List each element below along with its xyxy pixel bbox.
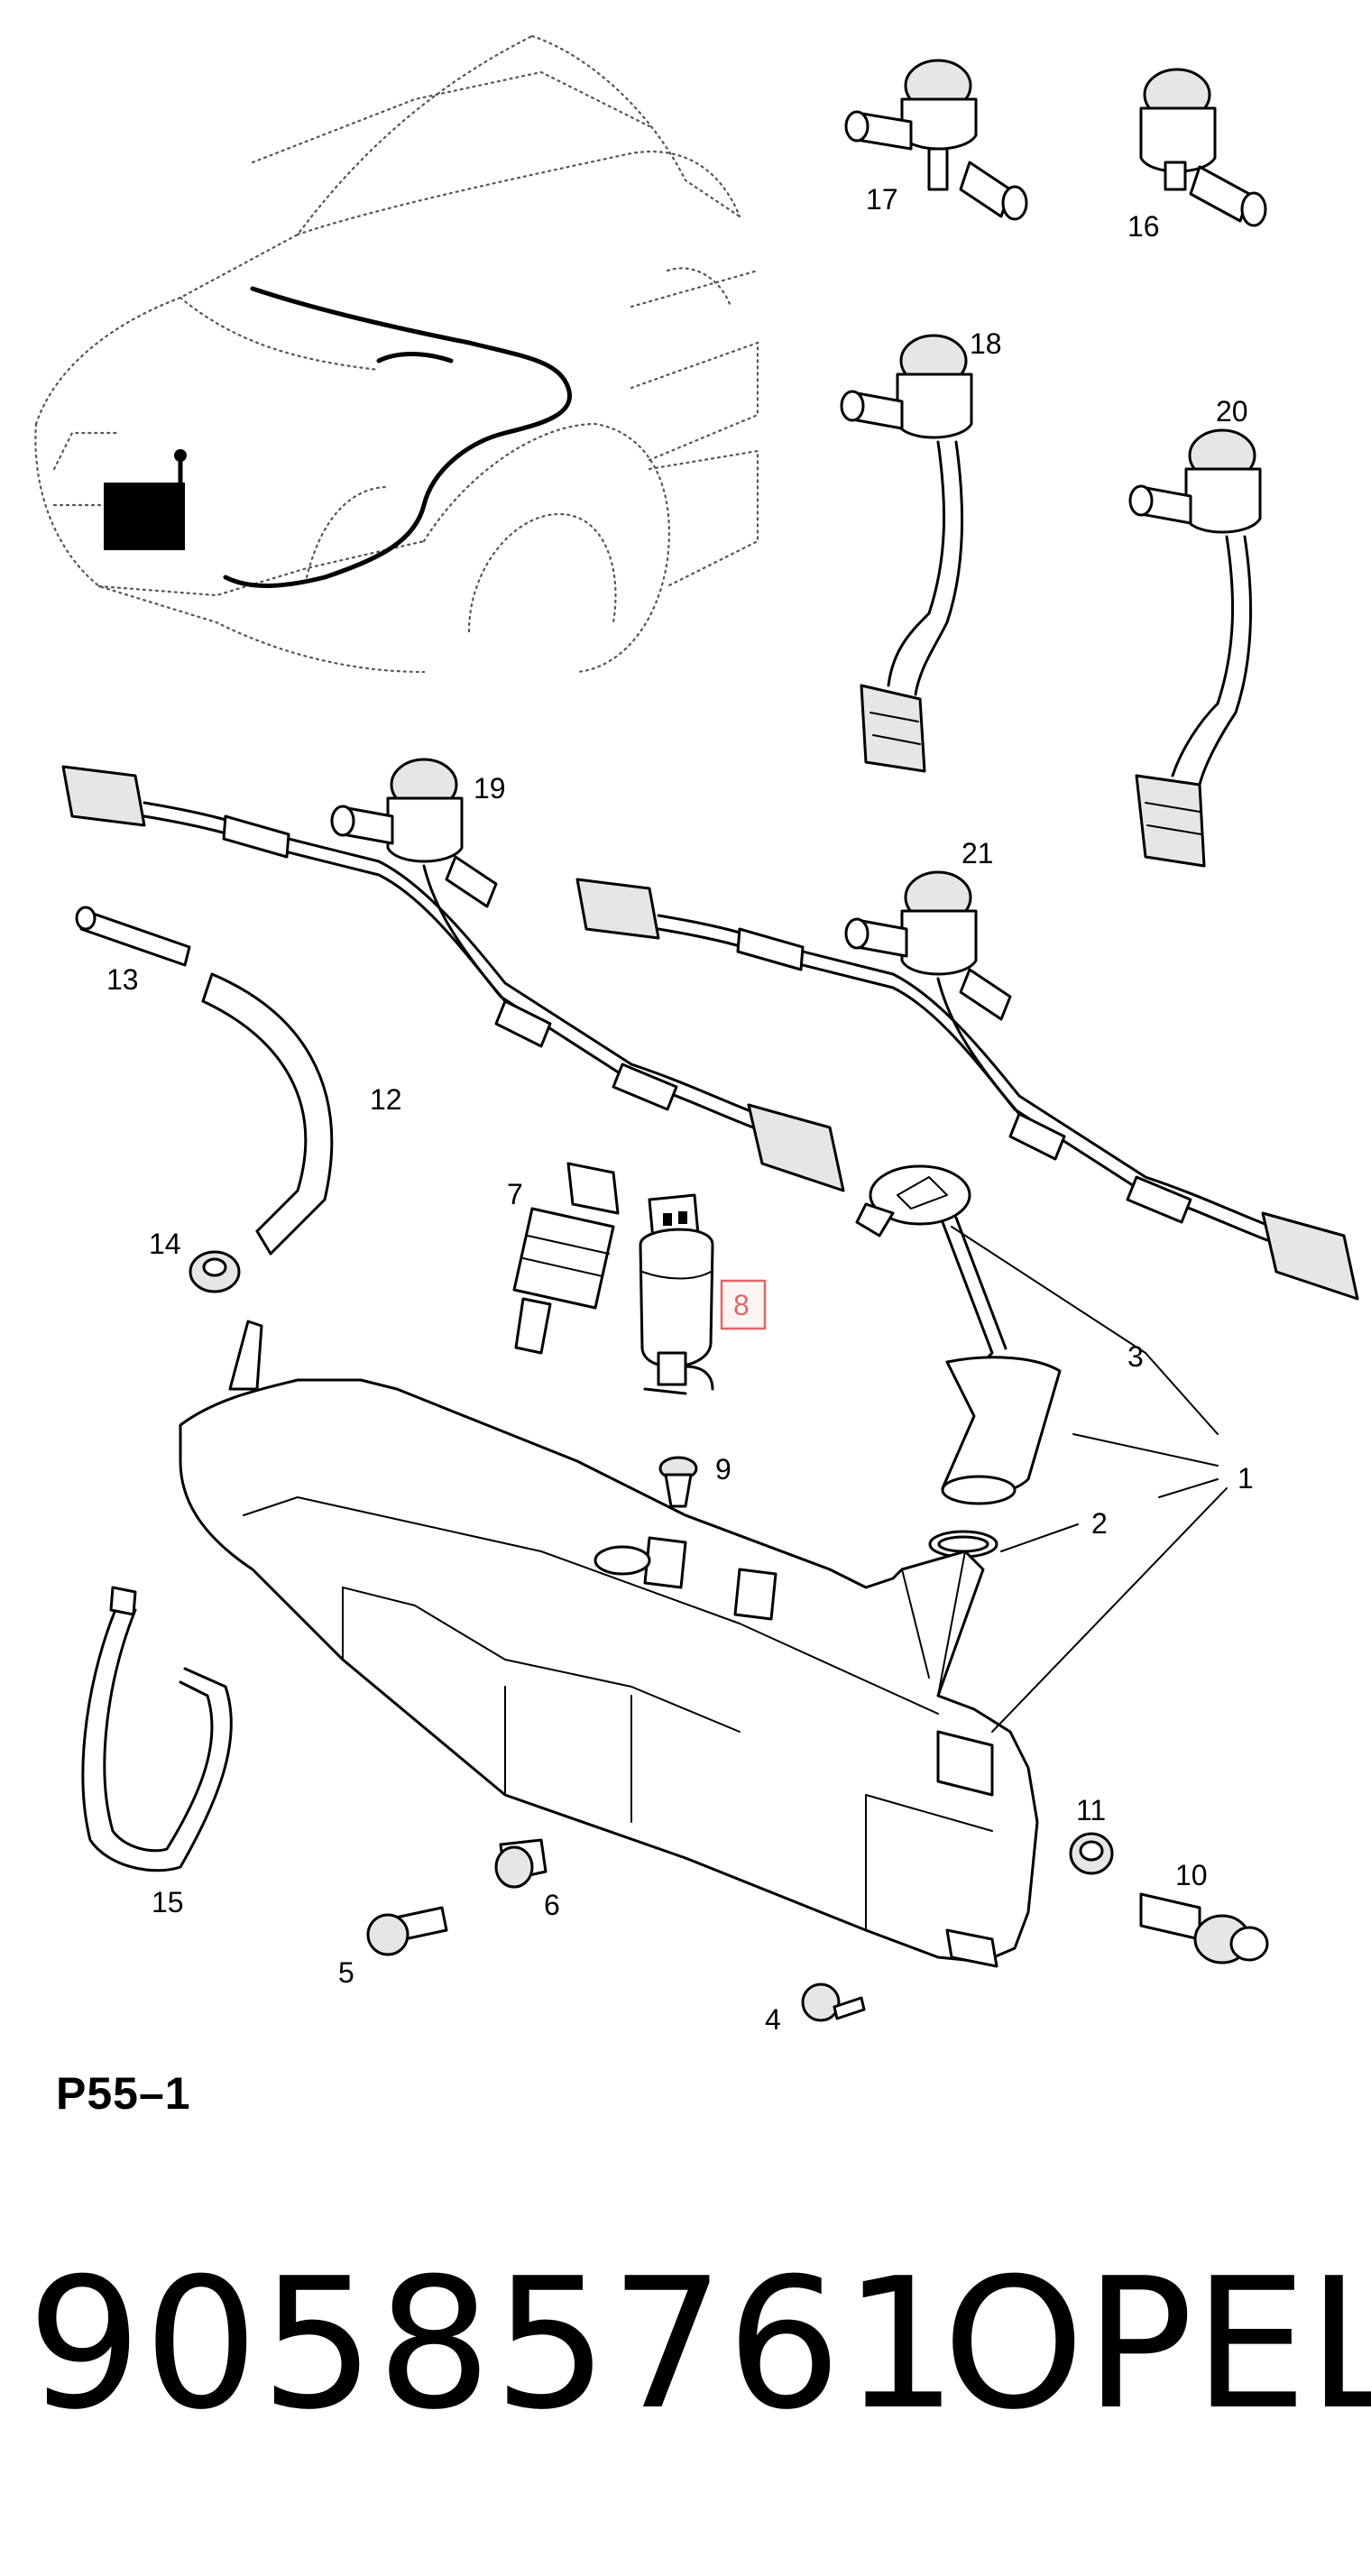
callout-21: 21: [962, 837, 994, 869]
callout-14: 14: [149, 1228, 181, 1260]
nozzle-18-drawing: [840, 334, 973, 773]
callout-labels: 17 16 18 20 19 21 13 12 7 14 8 3 9 1 2 1…: [106, 183, 1254, 2036]
callout-3: 3: [1127, 1340, 1144, 1373]
callout-7: 7: [507, 1178, 523, 1210]
harness-21-drawing: [575, 870, 1359, 1301]
callout-18: 18: [970, 327, 1002, 360]
car-outline: [34, 34, 759, 674]
hose-parts-drawing: [75, 906, 334, 1293]
part-number: 90585761: [27, 2240, 960, 2450]
strap-15-drawing: [81, 1586, 233, 1872]
callout-8: 8: [733, 1289, 750, 1321]
callout-8-highlight-box: [720, 1279, 767, 1330]
pump-7-drawing: [512, 1162, 620, 1355]
callout-9: 9: [715, 1453, 732, 1486]
brand-name: OPEL: [943, 2240, 1371, 2450]
reservoir-1-drawing: [179, 1320, 1039, 1968]
callout-20: 20: [1216, 395, 1248, 428]
pump-8-drawing: [639, 1193, 714, 1395]
filler-cap-drawing: [855, 1164, 1062, 1559]
callout-6: 6: [544, 1889, 560, 1921]
callout-10: 10: [1175, 1859, 1208, 1891]
clip-9-drawing: [658, 1456, 698, 1508]
harness-19-drawing: [61, 758, 845, 1192]
fasteners-drawing: [366, 1832, 1269, 2022]
callout-17: 17: [866, 183, 898, 216]
callout-16: 16: [1127, 210, 1160, 243]
callout-4: 4: [765, 2003, 781, 2036]
callout-13: 13: [106, 963, 139, 996]
nozzle-17-drawing: [844, 59, 1028, 221]
callout-11: 11: [1076, 1794, 1106, 1826]
callout-12: 12: [370, 1083, 402, 1116]
callout-15: 15: [152, 1886, 184, 1918]
leader-lines: [951, 1226, 1228, 1733]
nozzle-20-drawing: [1128, 428, 1262, 868]
nozzle-16-drawing: [1139, 68, 1267, 227]
callout-19: 19: [474, 772, 506, 805]
figure-label: P55–1: [56, 2068, 191, 2119]
callout-5: 5: [338, 1956, 354, 1989]
callout-2: 2: [1091, 1507, 1108, 1540]
callout-1: 1: [1238, 1462, 1254, 1495]
